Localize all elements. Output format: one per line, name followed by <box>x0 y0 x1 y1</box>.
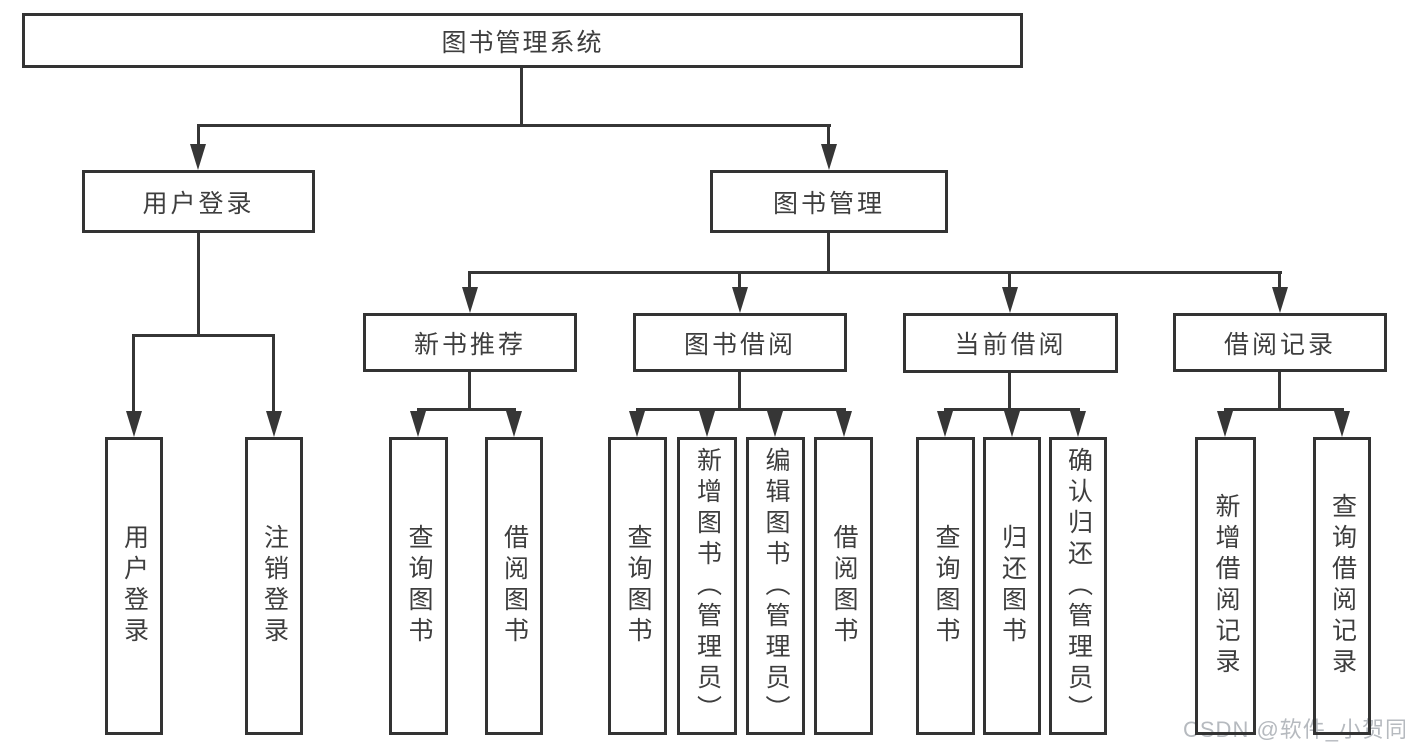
connector-arrowhead <box>1217 411 1233 437</box>
connector-arrowhead <box>1004 411 1020 437</box>
leaf-nb-borrow-books: 借阅图书 <box>485 437 543 735</box>
node-user-login: 用户登录 <box>82 170 315 233</box>
connector-line <box>738 271 741 289</box>
node-new-books: 新书推荐 <box>363 313 577 372</box>
connector-line <box>417 408 516 411</box>
leaf-label: 查询图书 <box>405 524 433 648</box>
connector-line <box>636 408 846 411</box>
node-book-borrow: 图书借阅 <box>633 313 847 372</box>
leaf-label: 查询借阅记录 <box>1328 493 1357 679</box>
node-root: 图书管理系统 <box>22 13 1023 68</box>
leaf-br-add-record: 新增借阅记录 <box>1195 437 1256 735</box>
csdn-watermark: CSDN @软件_小贺同学 <box>1183 717 1405 742</box>
connector-line <box>520 68 523 127</box>
connector-arrowhead <box>767 411 783 437</box>
connector-line <box>1224 408 1344 411</box>
connector-arrowhead <box>266 411 282 437</box>
connector-arrowhead <box>699 411 715 437</box>
connector-line <box>827 233 830 274</box>
connector-line <box>132 334 275 337</box>
node-current-borrow: 当前借阅 <box>903 313 1118 373</box>
leaf-label: 新增图书（管理员） <box>693 446 722 726</box>
leaf-bb-add-books: 新增图书（管理员） <box>677 437 737 735</box>
leaf-label: 借阅图书 <box>500 524 529 648</box>
connector-line <box>944 408 1080 411</box>
leaf-bb-edit-books: 编辑图书（管理员） <box>746 437 805 735</box>
leaf-br-query-record: 查询借阅记录 <box>1313 437 1371 735</box>
connector-arrowhead <box>1334 411 1350 437</box>
connector-line <box>468 271 1282 274</box>
connector-line <box>468 372 471 411</box>
connector-arrowhead <box>190 144 206 170</box>
leaf-label: 归还图书 <box>998 524 1027 648</box>
connector-arrowhead <box>1002 287 1018 313</box>
connector-line <box>468 271 471 289</box>
connector-arrowhead <box>1070 411 1086 437</box>
leaf-label: 注销登录 <box>260 524 289 648</box>
connector-line <box>272 334 275 413</box>
connector-line <box>1008 373 1011 411</box>
connector-arrowhead <box>506 411 522 437</box>
connector-arrowhead <box>836 411 852 437</box>
connector-arrowhead <box>821 144 837 170</box>
connector-arrowhead <box>462 287 478 313</box>
leaf-label: 编辑图书（管理员） <box>762 446 790 726</box>
leaf-label: 确认归还（管理员） <box>1064 446 1093 726</box>
leaf-label: 用户登录 <box>120 524 149 648</box>
connector-arrowhead <box>732 287 748 313</box>
leaf-cb-return-books: 归还图书 <box>983 437 1041 735</box>
leaf-user-login: 用户登录 <box>105 437 163 735</box>
connector-line <box>197 124 200 146</box>
leaf-label: 查询图书 <box>624 524 652 648</box>
connector-line <box>1008 271 1011 289</box>
connector-line <box>1278 271 1281 289</box>
leaf-bb-borrow-books: 借阅图书 <box>814 437 873 735</box>
leaf-label: 新增借阅记录 <box>1212 493 1240 679</box>
connector-arrowhead <box>126 411 142 437</box>
connector-line <box>1278 372 1281 411</box>
connector-arrowhead <box>1272 287 1288 313</box>
node-book-mgmt: 图书管理 <box>710 170 948 233</box>
connector-line <box>197 124 831 127</box>
connector-line <box>132 334 135 413</box>
node-borrow-records: 借阅记录 <box>1173 313 1387 372</box>
leaf-label: 借阅图书 <box>830 524 858 648</box>
leaf-logout: 注销登录 <box>245 437 303 735</box>
connector-line <box>827 124 830 146</box>
leaf-nb-query-books: 查询图书 <box>389 437 448 735</box>
connector-arrowhead <box>629 411 645 437</box>
leaf-cb-confirm-return: 确认归还（管理员） <box>1049 437 1107 735</box>
leaf-bb-query-books: 查询图书 <box>608 437 667 735</box>
connector-line <box>197 233 200 337</box>
connector-line <box>738 372 741 411</box>
connector-arrowhead <box>937 411 953 437</box>
leaf-cb-query-books: 查询图书 <box>916 437 975 735</box>
leaf-label: 查询图书 <box>932 524 960 648</box>
connector-arrowhead <box>410 411 426 437</box>
